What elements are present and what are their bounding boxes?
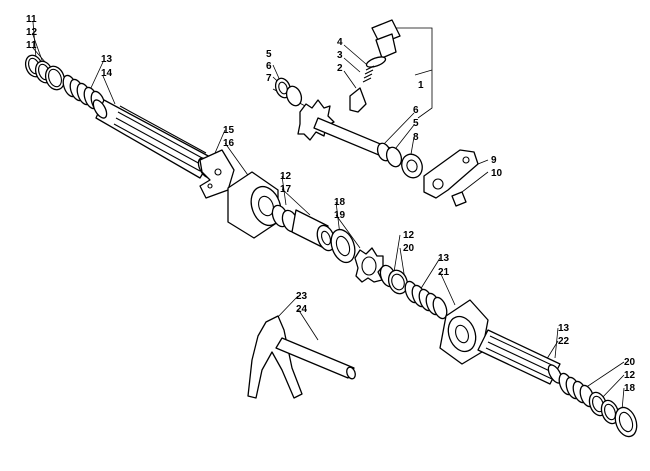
callout-11-lower: 11 xyxy=(26,40,37,51)
callout-22: 22 xyxy=(558,336,570,347)
callout-13-upper: 13 xyxy=(101,54,113,65)
washer-gear-middle xyxy=(330,228,384,283)
callout-4: 4 xyxy=(337,37,343,48)
ring-sleeve-group xyxy=(271,204,336,252)
callout-11-upper: 11 xyxy=(26,14,37,25)
callout-21: 21 xyxy=(438,267,450,278)
callout-1: 1 xyxy=(418,80,424,91)
shift-fork-and-rod xyxy=(247,315,356,399)
callout-12-middle: 12 xyxy=(403,230,415,241)
spring-lower-right xyxy=(558,372,595,408)
callout-15: 15 xyxy=(223,125,235,136)
callout-6-upper: 6 xyxy=(266,61,272,72)
callout-23: 23 xyxy=(296,291,308,302)
callout-14: 14 xyxy=(101,68,113,79)
callout-12-upper: 12 xyxy=(26,27,38,38)
callout-13-middle: 13 xyxy=(438,253,450,264)
callout-19: 19 xyxy=(334,210,346,221)
callout-12-sleeve: 12 xyxy=(280,171,292,182)
callout-16: 16 xyxy=(223,138,235,149)
callout-6-lower: 6 xyxy=(413,105,419,116)
shift-lever xyxy=(423,149,479,207)
callout-18-lower: 18 xyxy=(624,383,636,394)
callout-3: 3 xyxy=(337,50,343,61)
callout-10: 10 xyxy=(491,168,503,179)
callout-20-middle: 20 xyxy=(403,243,415,254)
collar xyxy=(439,299,489,365)
callout-2: 2 xyxy=(337,63,343,74)
cam-plate xyxy=(199,149,235,199)
splined-shaft-left xyxy=(92,99,215,179)
callout-18-middle: 18 xyxy=(334,197,346,208)
callout-20-lower: 20 xyxy=(624,357,636,368)
shift-shaft-assembly xyxy=(274,77,423,179)
spring-middle xyxy=(404,280,448,320)
callout-24: 24 xyxy=(296,304,308,315)
callout-8: 8 xyxy=(413,132,419,143)
callout-5-upper: 5 xyxy=(266,49,272,60)
splined-shaft-right xyxy=(477,329,563,385)
callout-9: 9 xyxy=(491,155,497,166)
callout-17: 17 xyxy=(280,184,292,195)
callout-labels: 11 12 11 13 14 4 3 2 1 5 6 7 6 5 8 9 10 … xyxy=(26,14,636,394)
detent-plug-assembly xyxy=(349,19,401,113)
callout-5-lower: 5 xyxy=(413,118,419,129)
ring-pair-middle xyxy=(379,264,409,295)
callout-12-lower: 12 xyxy=(624,370,636,381)
ring-group-lower-right xyxy=(588,391,638,438)
callout-13-lower: 13 xyxy=(558,323,570,334)
callout-7: 7 xyxy=(266,73,272,84)
retaining-ring-group xyxy=(24,54,66,91)
